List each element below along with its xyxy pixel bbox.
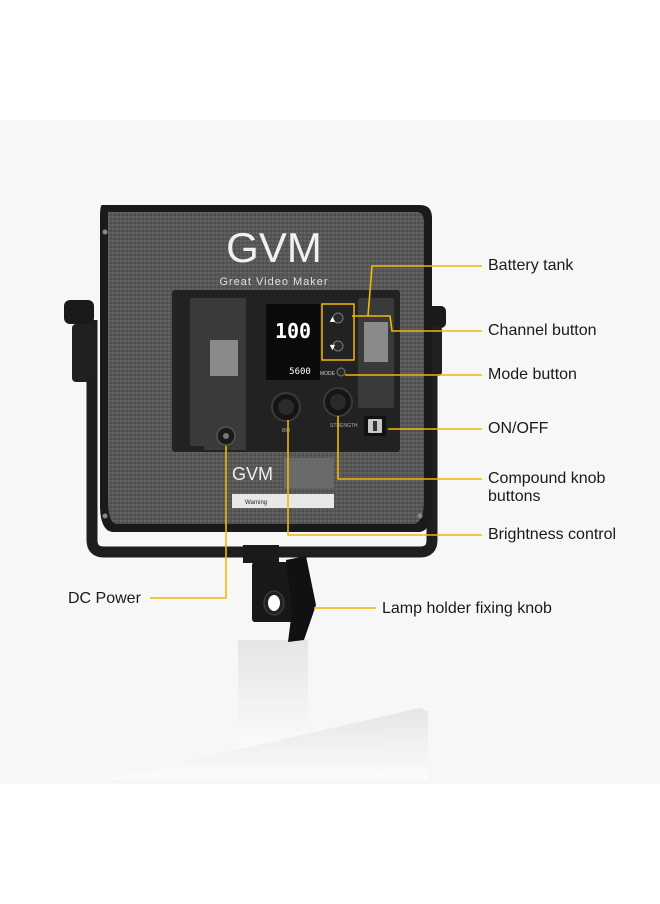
- leader-channel-button: [352, 315, 482, 332]
- lcd-screen: 100 5600: [266, 304, 320, 380]
- battery-sticker-left: [210, 340, 238, 376]
- leader-battery-tank: [367, 265, 482, 317]
- compound-knob-label: STRENGTH: [330, 423, 358, 429]
- callout-lamp-holder-knob: Lamp holder fixing knob: [382, 600, 552, 617]
- panel-reflection: [105, 640, 428, 780]
- info-label: GVM Warning: [232, 458, 334, 508]
- brand-tagline: Great Video Maker: [219, 276, 328, 288]
- warning-sticker: [232, 494, 334, 508]
- lcd-kelvin: 5600: [289, 367, 311, 377]
- callout-dc-power: DC Power: [68, 590, 141, 607]
- lcd-readout: 100: [275, 319, 311, 343]
- brightness-knob[interactable]: BRI: [271, 392, 301, 434]
- power-switch[interactable]: [364, 416, 386, 436]
- callout-brightness-control: Brightness control: [488, 526, 617, 543]
- leader-brightness-control: [287, 420, 482, 536]
- dc-power-port[interactable]: [216, 426, 236, 446]
- down-arrow-icon: ▼: [328, 342, 337, 352]
- leader-lines: [150, 265, 482, 609]
- callout-compound-knob: Compound knob buttons: [488, 470, 606, 505]
- callout-mode-button: Mode button: [488, 366, 577, 383]
- callout-battery-tank: Battery tank: [488, 257, 574, 274]
- callout-channel-button: Channel button: [488, 322, 597, 339]
- lamp-holder-fixing-knob[interactable]: [286, 556, 316, 642]
- left-side-knob: [64, 300, 94, 382]
- channel-up-button[interactable]: [332, 312, 344, 324]
- mode-label: MODE: [320, 371, 336, 377]
- warning-text: Warning: [245, 500, 267, 506]
- battery-sticker-right: [364, 322, 388, 362]
- leader-dc-power: [150, 446, 227, 599]
- mode-button[interactable]: MODE: [320, 367, 346, 377]
- channel-buttons[interactable]: ▲ ▼: [321, 303, 355, 361]
- brightness-knob-label: BRI: [282, 428, 290, 434]
- brand-logo: GVM: [226, 224, 322, 271]
- small-brand-logo: GVM: [232, 464, 273, 484]
- channel-down-button[interactable]: [332, 340, 344, 352]
- callout-on-off: ON/OFF: [488, 420, 549, 437]
- leader-compound-knob: [337, 416, 482, 480]
- compound-knob[interactable]: STRENGTH: [323, 387, 358, 429]
- up-arrow-icon: ▲: [328, 314, 337, 324]
- lamp-holder: [243, 545, 294, 622]
